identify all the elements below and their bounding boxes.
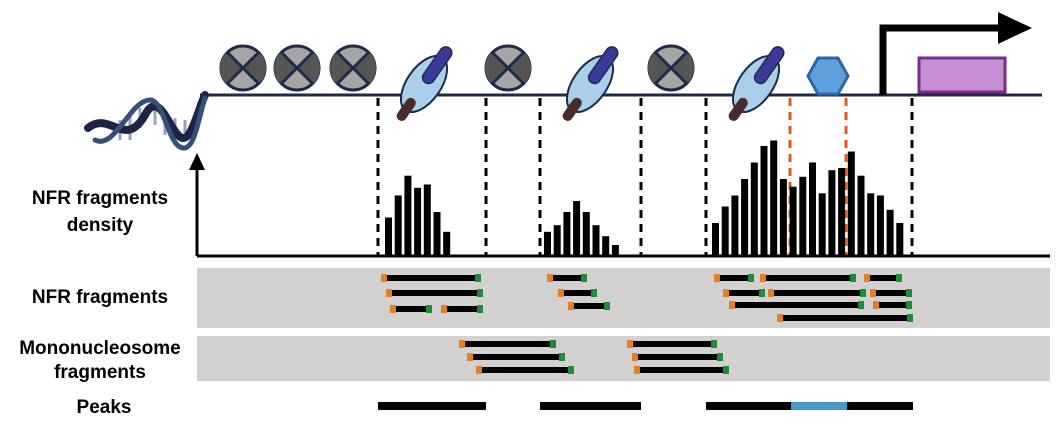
density-bars bbox=[385, 140, 904, 256]
density-bar bbox=[799, 176, 807, 256]
density-bar bbox=[404, 175, 412, 256]
peak bbox=[540, 402, 641, 410]
fragment bbox=[714, 274, 754, 282]
fragment bbox=[723, 289, 765, 297]
nucleosome-icon bbox=[647, 44, 695, 92]
density-bar bbox=[741, 179, 749, 256]
transcription-factor-icon bbox=[806, 56, 850, 96]
fragment bbox=[459, 340, 556, 348]
density-label-line2: density bbox=[67, 215, 134, 236]
mononucleosome-fragment-set bbox=[459, 340, 729, 374]
density-bar bbox=[886, 209, 894, 256]
density-bar bbox=[809, 162, 816, 256]
density-bar bbox=[563, 212, 571, 256]
density-bar bbox=[857, 175, 865, 256]
nucleosome-icon bbox=[273, 44, 321, 92]
density-bar bbox=[712, 223, 719, 256]
nucleosome-icon bbox=[329, 44, 377, 92]
tss-arrow-icon bbox=[879, 12, 1032, 95]
mononucleosome-fragments-track bbox=[197, 336, 1050, 381]
density-bar bbox=[828, 170, 836, 256]
tf-boundaries bbox=[788, 98, 848, 256]
density-bar bbox=[544, 231, 551, 256]
fragment bbox=[558, 289, 597, 297]
density-bar bbox=[394, 195, 402, 256]
fragment bbox=[381, 274, 481, 282]
density-bar bbox=[592, 225, 600, 256]
density-bar bbox=[731, 195, 739, 256]
density-bar bbox=[760, 146, 768, 256]
peak bbox=[847, 402, 913, 410]
fragment bbox=[632, 353, 723, 361]
density-bar bbox=[867, 193, 875, 256]
nfr-fragments-track bbox=[197, 268, 1050, 328]
density-axes bbox=[189, 153, 1050, 258]
dna-helix-icon bbox=[84, 91, 209, 151]
fragment bbox=[476, 366, 574, 374]
fragment bbox=[864, 274, 902, 282]
tn5-transposase-icon bbox=[728, 46, 785, 121]
fragment bbox=[870, 289, 912, 297]
fragment bbox=[873, 301, 912, 309]
density-bar bbox=[602, 236, 610, 256]
nucleosome-icon bbox=[219, 44, 267, 92]
density-bar bbox=[838, 168, 846, 256]
fragment bbox=[634, 366, 729, 374]
density-bar bbox=[721, 206, 729, 256]
density-bar bbox=[818, 193, 826, 256]
peak bbox=[378, 402, 486, 410]
density-bar bbox=[770, 140, 778, 256]
density-bar bbox=[582, 212, 590, 256]
fragment bbox=[386, 289, 483, 297]
density-bar bbox=[553, 225, 561, 256]
fragment bbox=[547, 274, 587, 282]
density-bar bbox=[611, 245, 619, 256]
fragment bbox=[390, 305, 432, 313]
density-label-line1: NFR fragments bbox=[32, 188, 168, 209]
nfr-fragments-label: NFR fragments bbox=[32, 287, 168, 308]
fragment bbox=[777, 314, 913, 322]
nucleosome-icon bbox=[484, 44, 532, 92]
density-bar bbox=[423, 184, 431, 256]
density-bar bbox=[876, 195, 884, 256]
fragment bbox=[441, 305, 483, 313]
fragment bbox=[568, 302, 610, 310]
nfr-fragment-set bbox=[381, 274, 913, 322]
fragment bbox=[768, 289, 866, 297]
fragment bbox=[760, 274, 856, 282]
density-bar bbox=[433, 212, 441, 256]
peaks-label: Peaks bbox=[77, 397, 132, 418]
density-bar bbox=[443, 231, 451, 256]
mononucleosome-label-line1: Mononucleosome bbox=[19, 338, 181, 359]
density-bar bbox=[750, 162, 758, 256]
density-bar bbox=[414, 187, 422, 256]
peak-highlight bbox=[791, 402, 847, 410]
fragment bbox=[467, 353, 565, 361]
density-bar bbox=[385, 217, 392, 256]
density-bar bbox=[896, 223, 904, 256]
tn5-transposase-icon bbox=[396, 46, 453, 121]
density-bar bbox=[779, 179, 787, 256]
tn5-transposase-icon bbox=[562, 46, 619, 121]
density-bar bbox=[847, 151, 855, 256]
density-bar bbox=[573, 201, 581, 256]
peak bbox=[706, 402, 791, 410]
density-bar bbox=[789, 186, 797, 256]
gene-box-icon bbox=[917, 56, 1007, 94]
peaks-track bbox=[378, 402, 913, 410]
fragment bbox=[627, 340, 717, 348]
mononucleosome-label-line2: fragments bbox=[54, 362, 146, 383]
fragment bbox=[729, 301, 864, 309]
region-boundaries bbox=[376, 98, 914, 256]
